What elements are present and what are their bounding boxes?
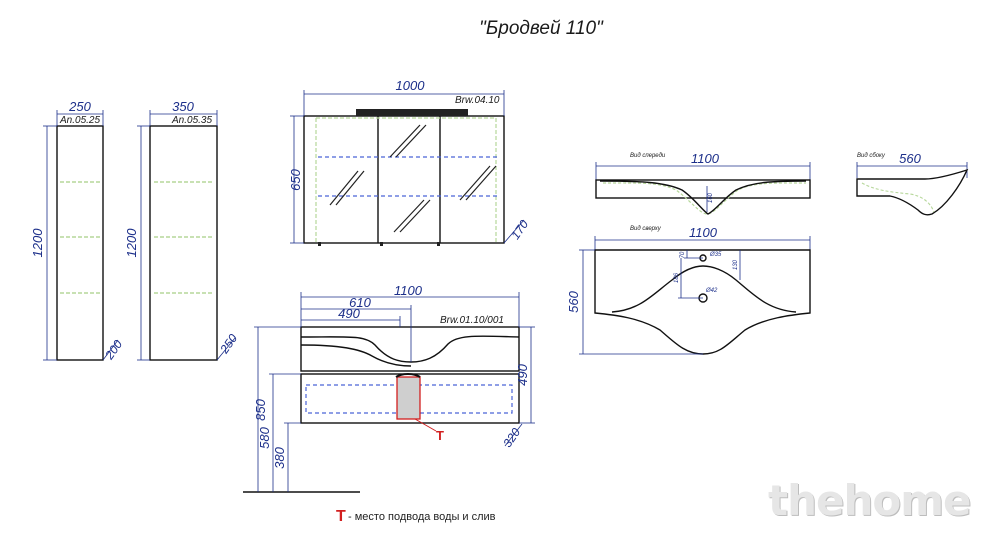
sink-front-view-label: Вид спереди <box>630 153 666 159</box>
vanity-countertop <box>300 326 520 372</box>
legend-marker: Т <box>336 508 346 525</box>
wide-cabinet-width: 350 <box>172 99 194 114</box>
narrow-cabinet-height: 1200 <box>30 228 45 258</box>
wide-cabinet-body <box>149 125 218 361</box>
mirror-cabinet: 1000 Brw.04.10 650 170 <box>288 78 531 246</box>
watermark: thehome <box>768 476 971 525</box>
wide-cabinet: 350 An.05.35 1200 250 <box>124 99 241 361</box>
mirror-height: 650 <box>288 168 303 190</box>
wide-cabinet-model: An.05.35 <box>171 115 212 126</box>
sink-top-d70: 70 <box>680 251 686 258</box>
vanity-width: 1100 <box>394 283 423 298</box>
sink-side-view-label: Вид сбоку <box>857 153 886 159</box>
sink-top-view-label: Вид сверху <box>630 226 662 232</box>
floor-height-580: 580 <box>257 426 272 448</box>
sink-top-hole-small: Ø35 <box>709 252 722 258</box>
sink-top-outline <box>594 249 811 355</box>
narrow-cabinet-width: 250 <box>68 99 91 114</box>
narrow-cabinet-body <box>56 125 104 361</box>
sink-front-depth-label: 160 <box>708 192 714 203</box>
legend: Т - место подвода воды и слив <box>336 508 496 525</box>
narrow-cabinet-model: An.05.25 <box>59 115 100 126</box>
sink-side-outline <box>856 168 969 216</box>
sink-top-d186: 186 <box>674 272 680 283</box>
floor-height-850: 850 <box>253 398 268 420</box>
mirror-depth: 170 <box>508 217 531 242</box>
plumbing-marker: Т <box>436 428 444 443</box>
sink-top-hole-large: Ø42 <box>705 288 718 294</box>
floor-height-380: 380 <box>272 446 287 468</box>
narrow-cabinet: 250 An.05.25 1200 200 <box>30 99 125 363</box>
vanity-depth: 320 <box>500 425 523 450</box>
sink-front-view: Вид спереди 1100 160 <box>595 151 811 215</box>
plumbing-zone <box>396 376 421 420</box>
sink-top-view: Вид сверху 1100 Ø35 Ø42 70 186 130 560 <box>566 225 811 355</box>
narrow-cabinet-depth: 200 <box>102 337 126 363</box>
wide-cabinet-depth: 250 <box>217 331 241 357</box>
legend-text: - место подвода воды и слив <box>348 511 496 523</box>
sink-top-width: 1100 <box>689 225 718 240</box>
vanity-model: Brw.01.10/001 <box>440 315 504 326</box>
sink-top-d130: 130 <box>733 259 739 270</box>
sink-side-depth: 560 <box>899 151 921 166</box>
sink-top-depth: 560 <box>566 290 581 312</box>
mirror-light-bar <box>356 109 468 116</box>
vanity-height: 490 <box>515 363 530 385</box>
mirror-width: 1000 <box>396 78 426 93</box>
wide-cabinet-height: 1200 <box>124 228 139 258</box>
vanity-basin-offset: 610 <box>349 295 371 310</box>
sink-front-outline <box>595 179 811 199</box>
mirror-cabinet-body <box>303 115 505 244</box>
sink-side-view: Вид сбоку 560 <box>856 151 969 216</box>
vanity-unit: Т 1100 610 490 Brw.01.10/001 490 320 850… <box>243 283 535 493</box>
mirror-model: Brw.04.10 <box>455 95 500 106</box>
drawing-title: "Бродвей 110" <box>479 18 604 39</box>
sink-front-width: 1100 <box>691 151 720 166</box>
vanity-inner-width: 490 <box>338 306 360 321</box>
